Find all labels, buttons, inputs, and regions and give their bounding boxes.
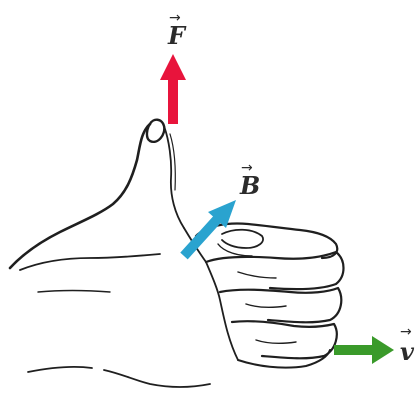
little-knuckle bbox=[256, 340, 296, 343]
force-arrow-shaft bbox=[168, 76, 178, 124]
field-arrow-shaft bbox=[184, 214, 222, 256]
thumb-left-edge bbox=[10, 124, 150, 268]
palm-lower-line bbox=[20, 254, 160, 270]
ring-finger bbox=[220, 288, 341, 322]
field-label-overarrow: → bbox=[241, 160, 253, 176]
hand-illustration bbox=[10, 120, 344, 387]
index-finger bbox=[196, 224, 337, 259]
little-finger bbox=[232, 321, 337, 358]
palm-crease bbox=[38, 291, 110, 293]
thumb-tip bbox=[147, 120, 164, 142]
fist-lower-edge bbox=[238, 350, 330, 368]
index-fingertip bbox=[222, 230, 263, 248]
ring-knuckle bbox=[246, 304, 286, 307]
force-vector: F → bbox=[160, 10, 187, 124]
thumb-right-edge bbox=[164, 126, 184, 228]
force-arrow-head bbox=[160, 54, 186, 80]
wrist-line-2 bbox=[104, 370, 210, 387]
velocity-label: v bbox=[400, 337, 415, 366]
velocity-arrow-head bbox=[372, 336, 394, 364]
index-knuckle bbox=[218, 244, 252, 256]
velocity-arrow-shaft bbox=[334, 345, 374, 355]
velocity-vector: v → bbox=[334, 324, 415, 366]
force-label-overarrow: → bbox=[169, 10, 181, 26]
velocity-label-overarrow: → bbox=[400, 324, 412, 340]
middle-knuckle bbox=[238, 272, 276, 278]
wrist-line bbox=[28, 367, 92, 372]
field-vector: B → bbox=[184, 160, 260, 256]
